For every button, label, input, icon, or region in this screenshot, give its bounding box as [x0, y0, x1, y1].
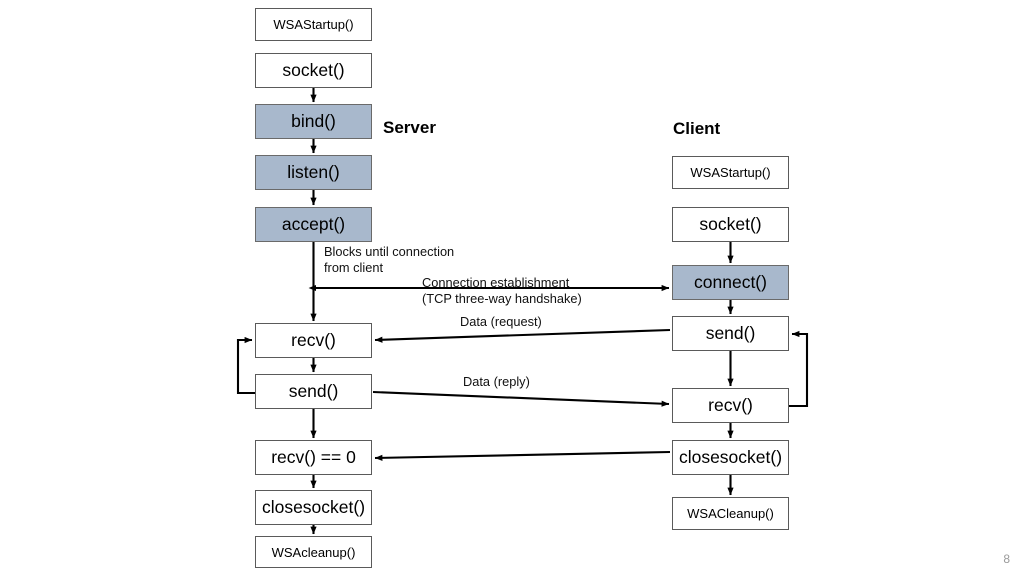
annotation-blocks-note: Blocks until connection from client — [324, 244, 454, 276]
node-client-socket[interactable]: socket() — [672, 207, 789, 242]
node-label: WSAcleanup() — [271, 544, 356, 560]
annotation-line-1: Blocks until connection — [324, 244, 455, 259]
node-label: closesocket() — [678, 446, 783, 467]
node-label: WSAStartup() — [273, 17, 354, 32]
node-label: accept() — [281, 213, 346, 234]
node-server-wsastartup[interactable]: WSAStartup() — [255, 8, 372, 41]
node-label: connect() — [694, 271, 767, 292]
node-server-recv[interactable]: recv() — [255, 323, 372, 358]
node-label: bind() — [291, 110, 336, 131]
node-label: socket() — [699, 213, 762, 234]
annotation-line-2: (TCP three-way handshake) — [422, 290, 582, 306]
node-server-accept[interactable]: accept() — [255, 207, 372, 242]
node-client-wsastartup[interactable]: WSAStartup() — [672, 156, 789, 189]
server-column-title: Server — [383, 118, 436, 137]
node-server-send[interactable]: send() — [255, 374, 372, 409]
node-label: closesocket() — [261, 496, 366, 517]
node-client-recv[interactable]: recv() — [672, 388, 789, 423]
node-label: WSAStartup() — [690, 165, 771, 180]
node-server-closesocket[interactable]: closesocket() — [255, 490, 372, 525]
edge-server-loop-send-to-recv — [236, 336, 255, 395]
node-server-listen[interactable]: listen() — [255, 155, 372, 190]
node-label: recv() — [708, 394, 753, 415]
node-server-recv-zero[interactable]: recv() == 0 — [255, 440, 372, 475]
node-client-send[interactable]: send() — [672, 316, 789, 351]
edge-client-loop-recv-to-send — [789, 330, 809, 408]
edge-close-notification — [374, 450, 671, 461]
edge-data-request — [374, 328, 671, 343]
node-label: recv() == 0 — [271, 446, 356, 467]
node-label: listen() — [287, 161, 340, 182]
page-number: 8 — [1003, 552, 1010, 566]
node-server-bind[interactable]: bind() — [255, 104, 372, 139]
node-label: WSACleanup() — [687, 506, 774, 521]
annotation-data-reply: Data (reply) — [463, 374, 530, 390]
node-client-wsacleanup[interactable]: WSACleanup() — [672, 497, 789, 530]
node-client-connect[interactable]: connect() — [672, 265, 789, 300]
node-label: socket() — [282, 59, 345, 80]
annotation-connection-establishment: Connection establishment (TCP three-way … — [422, 275, 582, 307]
edge-data-reply — [372, 390, 670, 407]
annotation-line-2: from client — [324, 259, 384, 275]
node-label: send() — [705, 322, 756, 343]
node-client-closesocket[interactable]: closesocket() — [672, 440, 789, 475]
annotation-line-1: Connection establishment — [422, 275, 570, 290]
client-column-title: Client — [673, 119, 721, 138]
node-label: send() — [288, 380, 339, 401]
annotation-data-request: Data (request) — [460, 314, 542, 330]
annotation-line-1: Data (reply) — [463, 374, 530, 389]
node-server-socket[interactable]: socket() — [255, 53, 372, 88]
node-server-wsacleanup[interactable]: WSAcleanup() — [255, 536, 372, 568]
annotation-line-1: Data (request) — [460, 314, 542, 329]
node-label: recv() — [291, 329, 336, 350]
